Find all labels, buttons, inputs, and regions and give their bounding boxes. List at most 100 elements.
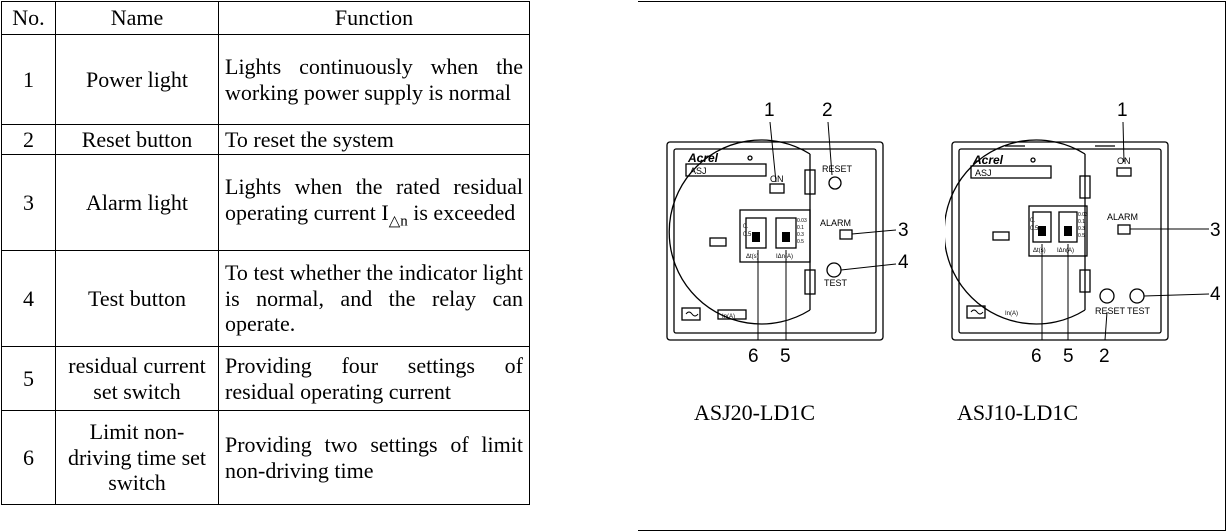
current-setting-2: 0.3 [797, 232, 804, 238]
callout-4: 4 [1210, 284, 1221, 305]
series-label-box [970, 165, 1052, 179]
reset-label: RESET [1095, 306, 1126, 316]
row-name: Alarm light [55, 154, 219, 251]
table-row: 2 Reset button To reset the system [1, 124, 530, 155]
time-set-switch[interactable] [1032, 211, 1052, 243]
current-setting-2: 0.3 [1078, 226, 1085, 232]
device-outer-frame [951, 141, 1169, 341]
callout-6: 6 [1031, 346, 1042, 367]
callout-3: 3 [1210, 220, 1221, 241]
rating-label-box [717, 309, 747, 320]
cover-tab [804, 269, 816, 295]
current-switch-caption: IΔn(A) [776, 254, 793, 260]
reset-button[interactable] [1099, 288, 1115, 304]
function-table: No. Name Function 1 Power light Lights c… [1, 1, 530, 505]
device-inner-frame [673, 148, 877, 334]
row-no: 2 [1, 124, 56, 155]
callout-6: 6 [748, 346, 759, 367]
row-function: To test whether the indicator light is n… [218, 250, 530, 347]
current-switch-caption: IΔn(A) [1057, 248, 1074, 254]
device-figure-panel [638, 1, 1226, 531]
callout-5: 5 [780, 346, 791, 367]
device-outer-frame [666, 141, 884, 341]
device-cover-arc [945, 139, 1086, 325]
current-setting-1: 0.1 [1078, 219, 1085, 225]
switch-block [1028, 205, 1088, 257]
brand-logo: Acrel [972, 153, 1004, 167]
table-row: 5 residual current set switch Providing … [1, 346, 530, 411]
asj10-device-diagram: 1 2 3 4 5 6 Acrel ASJ ON ALARM RESET TES… [945, 100, 1221, 367]
current-set-switch[interactable] [775, 217, 797, 249]
time-setting-1: 0.5 [743, 232, 752, 238]
row-name: Test button [55, 250, 219, 347]
row-name: residual current set switch [55, 346, 219, 411]
row-function: To reset the system [218, 124, 530, 155]
callout-5: 5 [1063, 346, 1074, 367]
table-header-row: No. Name Function [1, 1, 530, 35]
header-function: Function [218, 1, 530, 35]
power-light [769, 183, 785, 194]
current-setting-0: 0.03 [797, 218, 807, 224]
row-function: Lights when the rated residual operating… [218, 154, 530, 251]
row-name: Reset button [55, 124, 219, 155]
callout-2: 2 [822, 100, 833, 121]
table-row: 1 Power light Lights continuously when t… [1, 34, 530, 125]
current-setting-3: 0.5 [1078, 233, 1085, 239]
rating-label: In(A) [1005, 311, 1018, 317]
callout-1: 1 [764, 100, 775, 121]
cover-tab [1079, 175, 1091, 199]
row-function: Providing two settings of limit non-driv… [218, 410, 530, 505]
rating-label: In(A) [722, 314, 735, 320]
alarm-label: ALARM [1107, 212, 1138, 222]
ac-symbol-box [966, 305, 986, 319]
slot [992, 231, 1010, 241]
row-no: 4 [1, 250, 56, 347]
series-label-box [685, 163, 767, 177]
time-switch-caption: Δt(s) [1033, 248, 1046, 254]
time-setting-0: 0. [743, 224, 748, 230]
model-caption-asj10: ASJ10-LD1C [957, 400, 1079, 425]
time-switch-caption: Δt(s) [746, 254, 759, 260]
header-name: Name [55, 1, 219, 35]
row-function: Lights continuously when the working pow… [218, 34, 530, 125]
series-label: ASJ [690, 166, 707, 176]
row-name: Power light [55, 34, 219, 125]
row-no: 1 [1, 34, 56, 125]
test-button[interactable] [1129, 288, 1145, 304]
reset-button[interactable] [828, 176, 842, 190]
current-setting-0: 0.03 [1078, 212, 1088, 218]
cover-tab [804, 169, 816, 195]
current-set-switch[interactable] [1058, 211, 1078, 243]
row-no: 5 [1, 346, 56, 411]
time-setting-1: 0.5 [1030, 226, 1039, 232]
callout-1: 1 [1117, 100, 1128, 121]
row-name: Limit non-driving time set switch [55, 410, 219, 505]
test-button[interactable] [826, 262, 842, 278]
callout-4: 4 [898, 252, 909, 273]
row-function: Providing four settings of residual oper… [218, 346, 530, 411]
slot [709, 237, 727, 247]
reset-label: RESET [822, 164, 853, 174]
table-row: 6 Limit non-driving time set switch Prov… [1, 410, 530, 505]
alarm-light [1117, 224, 1131, 235]
function-text-tail: is exceeded [407, 199, 516, 225]
function-text: Lights when the rated residual operating… [225, 173, 523, 225]
device-cover-arc [668, 139, 811, 325]
time-set-switch[interactable] [745, 217, 767, 249]
asj20-device-diagram: 1 2 3 4 5 6 Acrel ASJ ON RESET ALARM TES… [666, 100, 909, 367]
alarm-light [839, 229, 853, 240]
device-inner-frame [958, 148, 1162, 334]
ac-symbol-box [681, 307, 701, 321]
time-setting-0: 0. [1030, 218, 1035, 224]
current-setting-1: 0.1 [797, 225, 804, 231]
current-setting-3: 0.5 [797, 239, 804, 245]
row-no: 3 [1, 154, 56, 251]
brand-logo: Acrel [687, 151, 719, 165]
switch-block [739, 209, 811, 263]
row-no: 6 [1, 410, 56, 505]
test-label: TEST [824, 278, 848, 288]
power-light [1116, 167, 1132, 177]
cover-tab [1079, 269, 1091, 293]
callout-2: 2 [1099, 346, 1110, 367]
